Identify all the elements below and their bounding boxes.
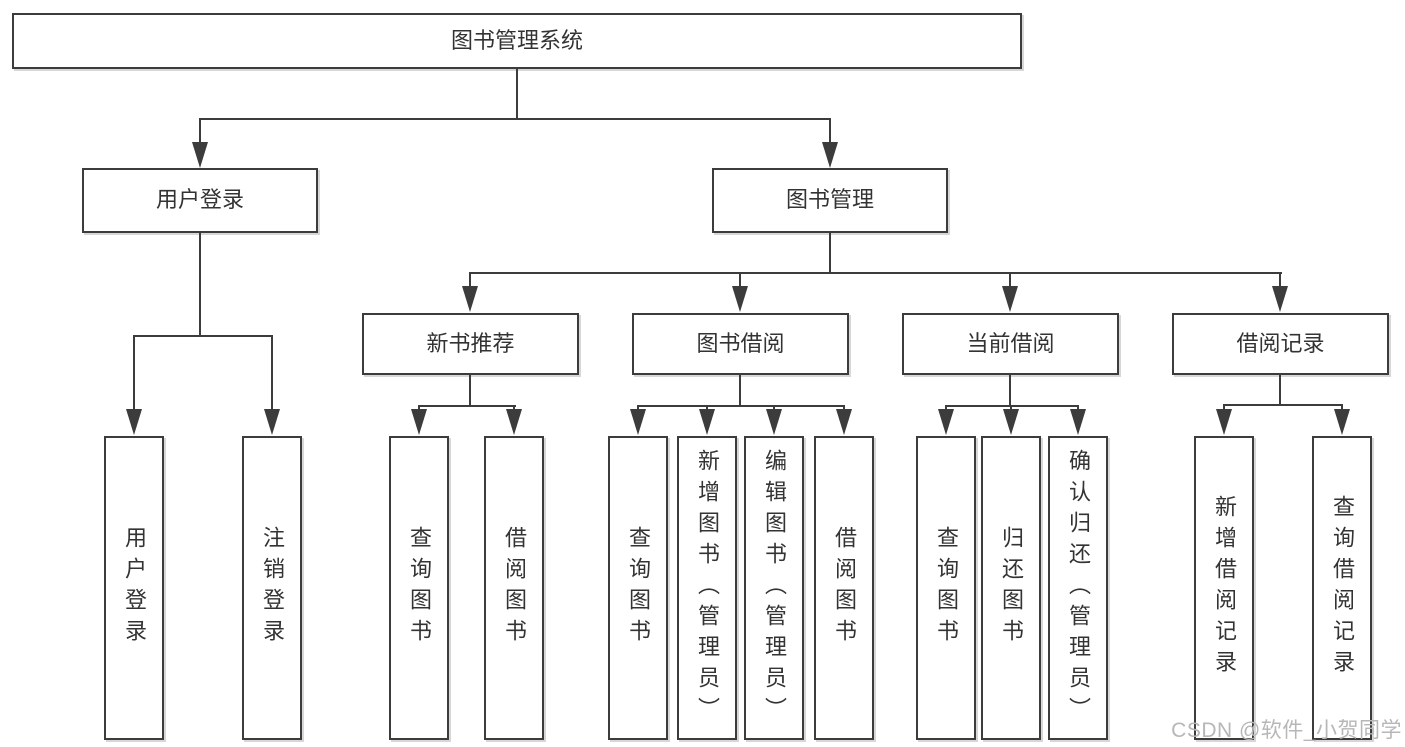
leaf-user-login: 用户登录 — [104, 436, 164, 740]
connector-root-drop-left — [199, 118, 201, 145]
arrowhead-down — [264, 409, 280, 435]
arrowhead-down — [1334, 409, 1350, 435]
leaf-query-books-recommend-label: 查询图书 — [407, 526, 432, 650]
arrowhead-down — [411, 409, 427, 435]
leaf-borrow-books-recommend-label: 借阅图书 — [502, 526, 527, 650]
leaf-add-borrow-record-label: 新增借阅记录 — [1212, 495, 1237, 681]
leaf-confirm-return-admin-label: 确认归还（管理员） — [1066, 448, 1091, 728]
node-current-borrow: 当前借阅 — [902, 313, 1119, 375]
connector-records-rail — [1223, 404, 1343, 406]
connector-bookmgmt-drop-1 — [469, 272, 471, 288]
arrowhead-down — [1070, 409, 1086, 435]
connector-userlogin-rail — [133, 335, 273, 337]
csdn-watermark: CSDN @软件_小贺同学 — [1171, 719, 1402, 742]
leaf-borrow-books-label: 借阅图书 — [832, 526, 857, 650]
leaf-query-books-recommend: 查询图书 — [389, 436, 449, 740]
connector-userlogin-stem — [199, 233, 201, 335]
connector-bookborrow-stem — [739, 375, 741, 407]
leaf-add-borrow-record: 新增借阅记录 — [1194, 436, 1254, 740]
connector-bookmgmt-drop-3 — [1009, 272, 1011, 288]
leaf-add-book-admin-label: 新增图书（管理员） — [695, 448, 720, 728]
arrowhead-down — [732, 286, 748, 312]
connector-userlogin-drop-1 — [133, 335, 135, 409]
leaf-edit-book-admin: 编辑图书（管理员） — [744, 436, 804, 740]
connector-records-stem — [1279, 375, 1281, 406]
arrowhead-down — [938, 409, 954, 435]
arrowhead-down — [126, 409, 142, 435]
node-root-label: 图书管理系统 — [450, 27, 583, 53]
node-new-book-recommend-label: 新书推荐 — [426, 330, 515, 356]
arrowhead-down — [462, 286, 478, 312]
connector-bookmgmt-drop-4 — [1279, 272, 1281, 288]
leaf-edit-book-admin-label: 编辑图书（管理员） — [762, 448, 787, 728]
node-borrow-records-label: 借阅记录 — [1236, 330, 1325, 356]
leaf-borrow-books: 借阅图书 — [814, 436, 874, 740]
connector-currentborrow-stem — [1009, 375, 1011, 407]
leaf-user-login-label: 用户登录 — [122, 526, 147, 650]
arrowhead-down — [822, 142, 838, 168]
connector-records-drop-1 — [1223, 404, 1225, 412]
connector-userlogin-drop-2 — [271, 335, 273, 409]
connector-records-drop-2 — [1341, 404, 1343, 412]
arrowhead-down — [1272, 286, 1288, 312]
node-user-login: 用户登录 — [82, 168, 318, 233]
node-borrow-records: 借阅记录 — [1172, 313, 1389, 375]
arrowhead-down — [1216, 409, 1232, 435]
connector-currentborrow-rail — [945, 405, 1079, 407]
arrowhead-down — [1002, 286, 1018, 312]
leaf-return-books: 归还图书 — [981, 436, 1041, 740]
arrowhead-down — [506, 409, 522, 435]
connector-newbook-stem — [469, 375, 471, 407]
node-current-borrow-label: 当前借阅 — [966, 330, 1055, 356]
node-book-management-label: 图书管理 — [785, 187, 874, 213]
arrowhead-down — [630, 409, 646, 435]
arrowhead-down — [699, 409, 715, 435]
leaf-confirm-return-admin: 确认归还（管理员） — [1048, 436, 1108, 740]
connector-bookmgmt-drop-2 — [739, 272, 741, 288]
leaf-query-books-borrow: 查询图书 — [608, 436, 668, 740]
leaf-query-books-borrow-label: 查询图书 — [626, 526, 651, 650]
connector-newbook-rail — [418, 405, 516, 407]
leaf-query-borrow-record: 查询借阅记录 — [1312, 436, 1372, 740]
leaf-logout: 注销登录 — [242, 436, 302, 740]
connector-root-drop-right — [829, 118, 831, 145]
leaf-logout-label: 注销登录 — [260, 526, 285, 650]
connector-root-stem — [516, 69, 518, 120]
node-new-book-recommend: 新书推荐 — [362, 313, 579, 375]
node-book-management: 图书管理 — [712, 168, 948, 233]
leaf-add-book-admin: 新增图书（管理员） — [677, 436, 737, 740]
node-root: 图书管理系统 — [12, 13, 1022, 69]
leaf-query-borrow-record-label: 查询借阅记录 — [1330, 495, 1355, 681]
leaf-query-books-current-label: 查询图书 — [934, 526, 959, 650]
node-book-borrow-label: 图书借阅 — [696, 330, 785, 356]
arrowhead-down — [766, 409, 782, 435]
leaf-return-books-label: 归还图书 — [999, 526, 1024, 650]
node-user-login-label: 用户登录 — [155, 187, 244, 213]
leaf-borrow-books-recommend: 借阅图书 — [484, 436, 544, 740]
arrowhead-down — [1003, 409, 1019, 435]
leaf-query-books-current: 查询图书 — [916, 436, 976, 740]
connector-bookmgmt-stem — [829, 233, 831, 274]
connector-bookmgmt-rail — [469, 272, 1282, 274]
connector-bookborrow-rail — [637, 405, 845, 407]
connector-root-rail — [199, 118, 831, 120]
node-book-borrow: 图书借阅 — [632, 313, 849, 375]
arrowhead-down — [192, 142, 208, 168]
arrowhead-down — [836, 409, 852, 435]
